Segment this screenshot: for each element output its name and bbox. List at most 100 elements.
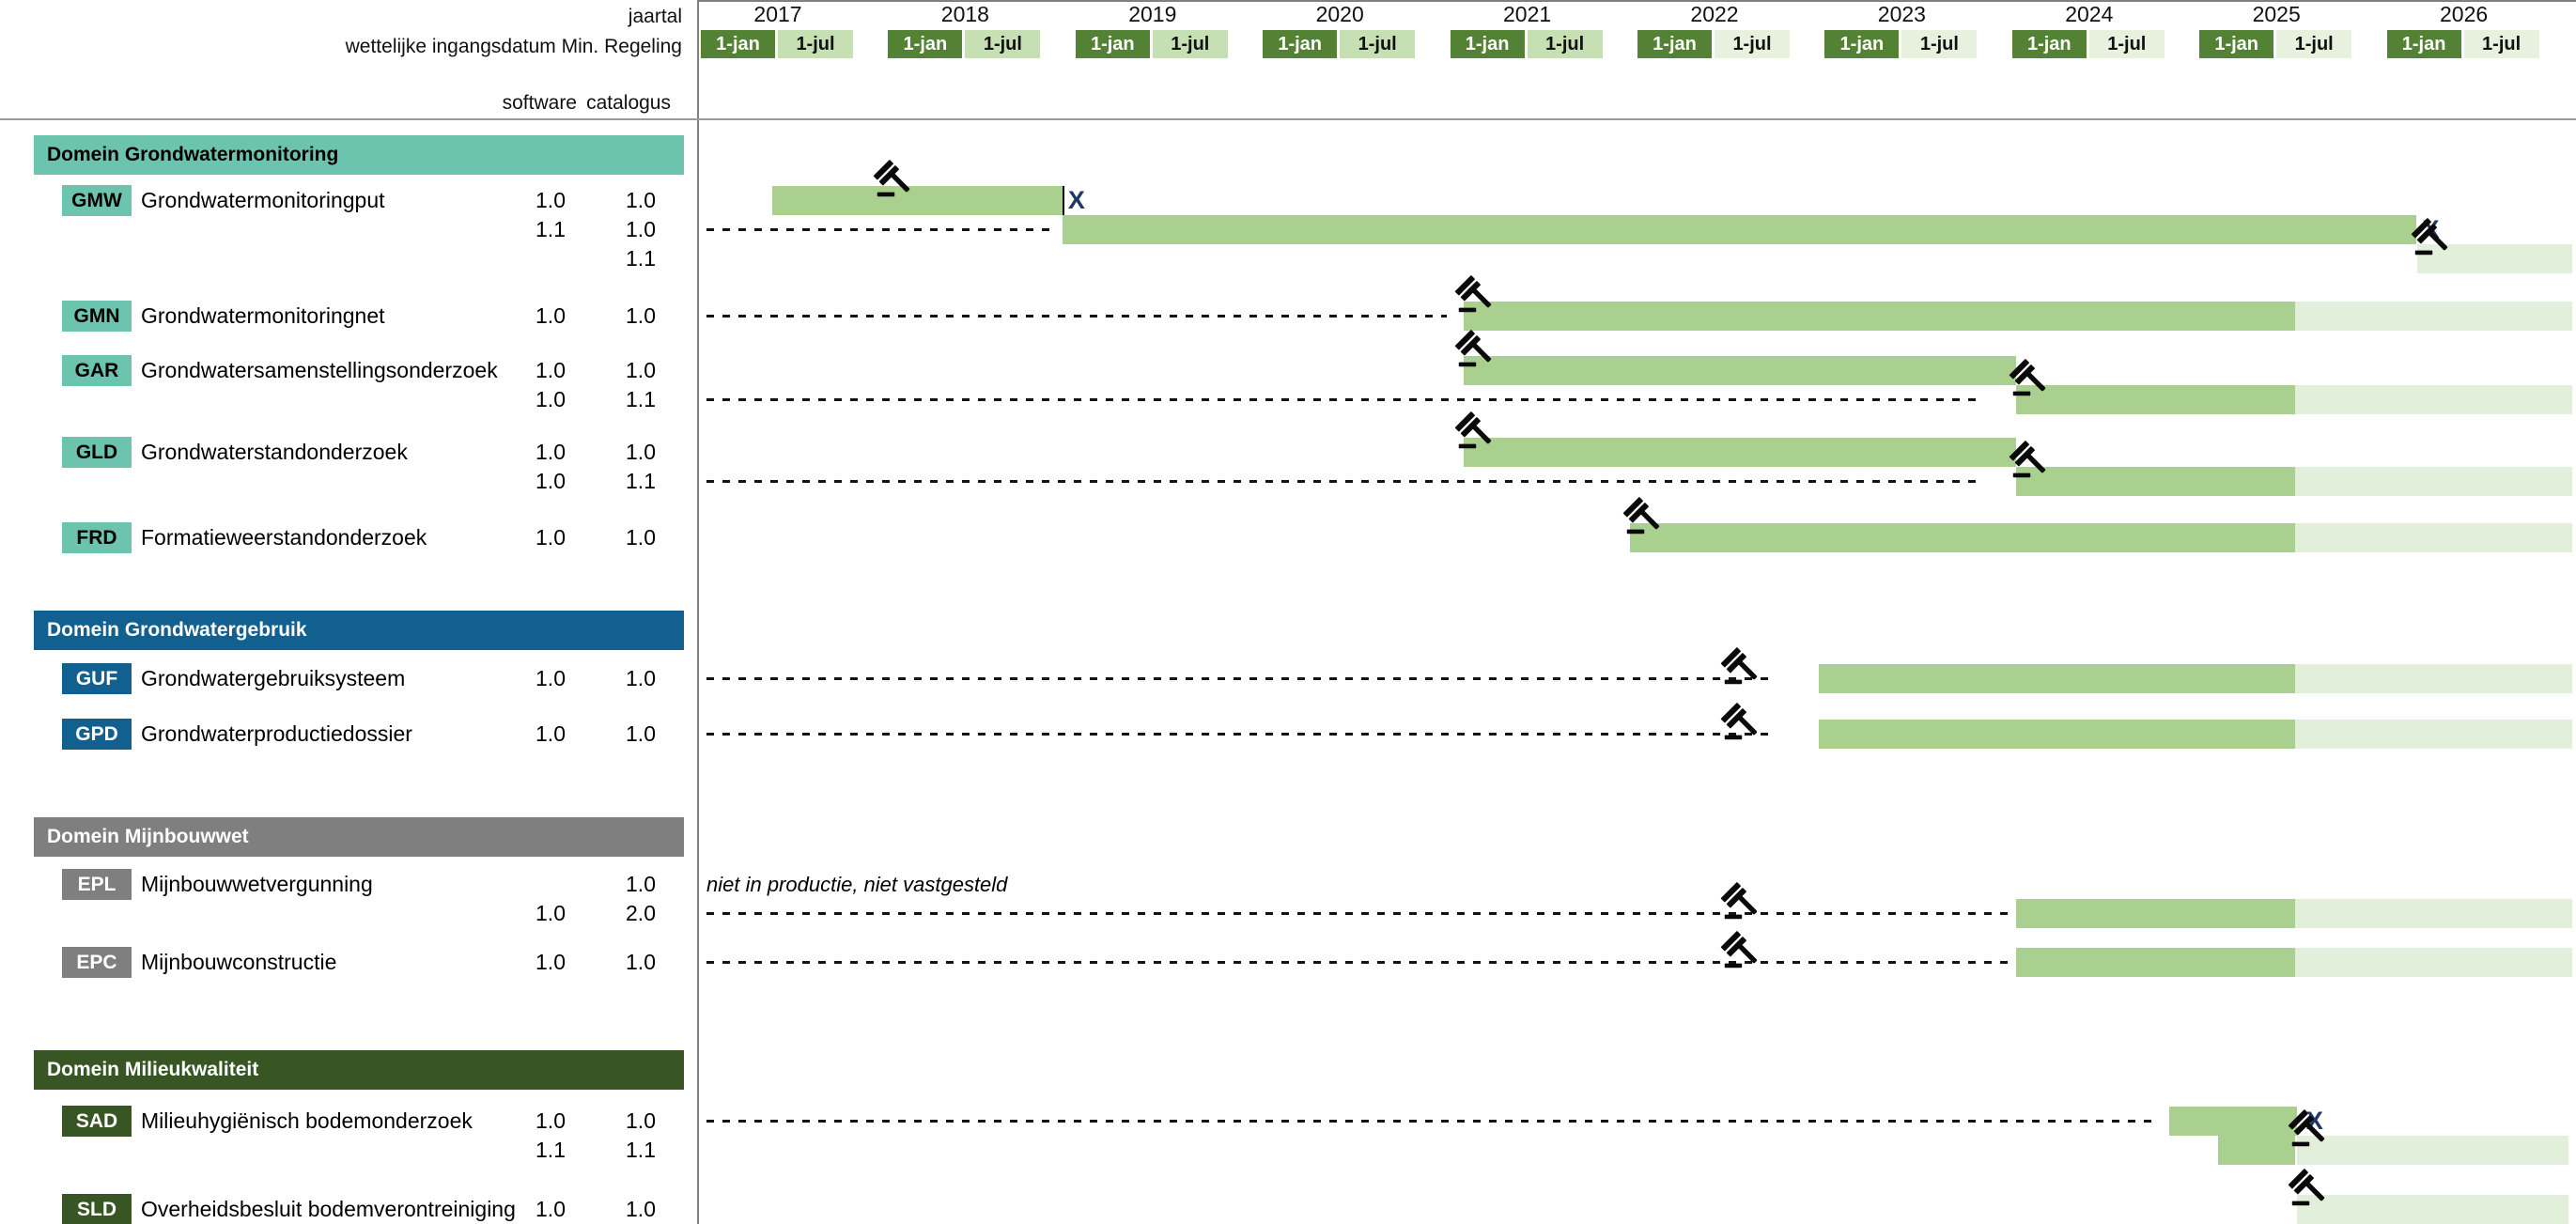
dashed-line	[706, 398, 1984, 401]
software-column-label: software	[502, 92, 577, 114]
dashed-line	[706, 1120, 2157, 1123]
code-badge: SLD	[62, 1194, 132, 1224]
catalogus-version: 1.0	[626, 1197, 656, 1221]
year-label: 2022	[1690, 2, 1739, 26]
year-label: 2026	[2440, 2, 2489, 26]
software-version: 1.0	[535, 188, 566, 212]
gavel-icon	[874, 160, 910, 197]
catalogus-column-label: catalogus	[586, 92, 671, 114]
timeline-bar	[1463, 438, 2016, 467]
gavel-icon	[2288, 1169, 2324, 1206]
gavel-icon	[2412, 218, 2448, 256]
code-badge: GLD	[62, 437, 132, 468]
code-badge: SAD	[62, 1106, 132, 1137]
year-label: 2019	[1128, 2, 1177, 26]
gavel-icon	[2009, 359, 2045, 396]
timeline-axis-line	[697, 0, 699, 1224]
year-label: 2020	[1315, 2, 1364, 26]
gavel-icon	[1720, 882, 1757, 920]
dashed-line	[706, 315, 1447, 318]
software-version: 1.0	[535, 387, 566, 411]
gavel-icon	[1454, 275, 1491, 313]
timeline-bar	[2294, 385, 2572, 414]
dashed-line	[706, 961, 2010, 964]
code-badge: EPL	[62, 869, 132, 900]
software-version: 1.0	[535, 1108, 566, 1133]
domain-header: Domein Grondwatergebruik	[34, 611, 684, 650]
catalogus-version: 1.0	[626, 440, 656, 464]
catalogus-version: 1.0	[626, 721, 656, 746]
code-badge: GMN	[62, 301, 132, 332]
catalogus-version: 1.1	[626, 1138, 656, 1162]
timeline-bar	[2416, 244, 2572, 273]
timeline-bar	[2169, 1107, 2297, 1136]
catalogus-version: 1.0	[626, 303, 656, 328]
plot-top-border	[697, 0, 2576, 2]
jul-badge: 1-jul	[965, 30, 1041, 58]
software-version: 1.0	[535, 950, 566, 974]
timeline-bar	[1463, 302, 2295, 331]
code-badge: GMW	[62, 185, 132, 216]
row-label: Mijnbouwconstructie	[141, 950, 337, 974]
end-tick	[1062, 186, 1064, 215]
jan-badge: 1-jan	[1075, 30, 1150, 58]
timeline-bar	[771, 186, 1063, 215]
timeline-bar	[2015, 467, 2295, 496]
year-label: 2024	[2065, 2, 2114, 26]
jan-badge: 1-jan	[1637, 30, 1712, 58]
timeline-bar	[2294, 523, 2572, 552]
timeline-bar	[2294, 720, 2572, 749]
jan-badge: 1-jan	[701, 30, 775, 58]
catalogus-version: 1.0	[626, 666, 656, 690]
gavel-icon	[1720, 703, 1757, 740]
catalogus-version: 1.1	[626, 387, 656, 411]
jan-badge: 1-jan	[1450, 30, 1525, 58]
catalogus-version: 1.0	[626, 217, 656, 241]
catalogus-version: 1.0	[626, 1108, 656, 1133]
software-version: 1.1	[535, 217, 566, 241]
timeline-bar	[1062, 215, 2417, 244]
row-label: Milieuhygiënisch bodemonderzoek	[141, 1108, 473, 1133]
row-label: Formatieweerstandonderzoek	[141, 525, 427, 550]
jan-badge: 1-jan	[2011, 30, 2087, 58]
software-version: 1.0	[535, 358, 566, 382]
timeline-bar	[2294, 899, 2572, 928]
year-label: 2021	[1503, 2, 1552, 26]
gavel-icon	[1720, 931, 1757, 968]
jan-badge: 1-jan	[1263, 30, 1338, 58]
gavel-icon	[2288, 1109, 2324, 1147]
year-label: 2023	[1877, 2, 1926, 26]
row-label: Overheidsbesluit bodemverontreiniging	[141, 1197, 516, 1221]
row-label: Grondwaterstandonderzoek	[141, 440, 408, 464]
row-label: Grondwatermonitoringput	[141, 188, 385, 212]
software-version: 1.0	[535, 469, 566, 493]
catalogus-version: 1.1	[626, 469, 656, 493]
timeline-bar	[2015, 899, 2295, 928]
dashed-line	[706, 912, 2010, 915]
timeline-bar	[2294, 302, 2572, 331]
row-label: Mijnbouwwetvergunning	[141, 872, 373, 896]
jan-badge: 1-jan	[2386, 30, 2461, 58]
code-badge: GPD	[62, 719, 132, 750]
timeline-bar	[1819, 664, 2295, 693]
timeline-bar	[2294, 664, 2572, 693]
code-badge: FRD	[62, 522, 132, 553]
jul-badge: 1-jul	[1340, 30, 1416, 58]
row-label: Grondwatermonitoringnet	[141, 303, 385, 328]
catalogus-version: 1.0	[626, 188, 656, 212]
jul-badge: 1-jul	[2463, 30, 2539, 58]
wettelijke-ingangsdatum-label: wettelijke ingangsdatum Min. Regeling	[345, 36, 682, 57]
jan-badge: 1-jan	[888, 30, 963, 58]
software-version: 1.0	[535, 1197, 566, 1221]
jul-badge: 1-jul	[2088, 30, 2165, 58]
timeline-bar	[2015, 948, 2295, 977]
software-version: 1.0	[535, 901, 566, 925]
catalogus-version: 1.0	[626, 872, 656, 896]
domain-header: Domein Milieukwaliteit	[34, 1050, 684, 1090]
jul-badge: 1-jul	[1152, 30, 1228, 58]
jul-badge: 1-jul	[1527, 30, 1603, 58]
x-mark: X	[1067, 186, 1085, 214]
jaartal-label: jaartal	[628, 6, 682, 27]
gavel-icon	[1622, 497, 1660, 535]
